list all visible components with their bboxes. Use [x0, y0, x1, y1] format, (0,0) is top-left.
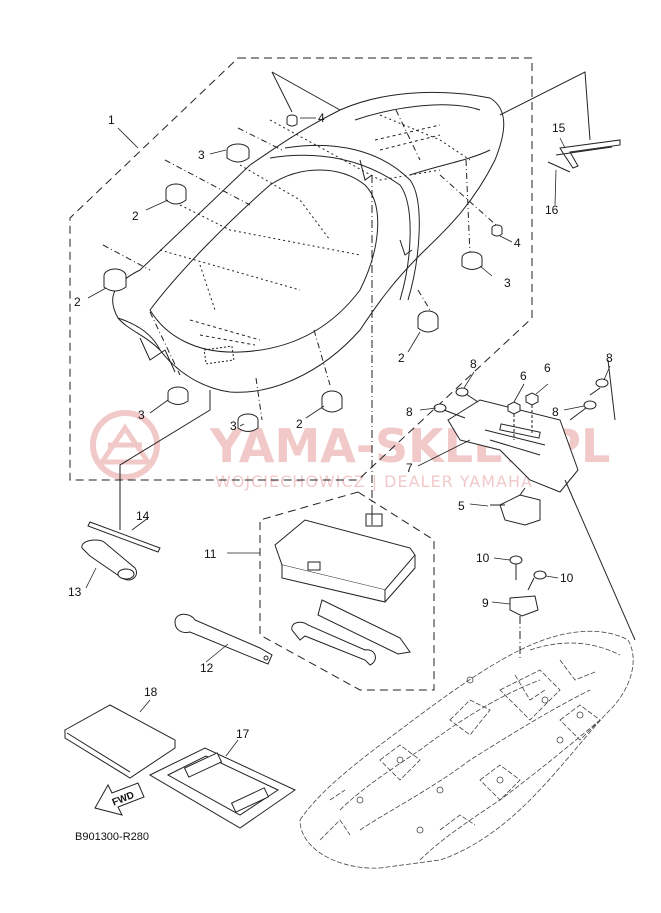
nut-6-b: [525, 392, 539, 406]
callout-7: 7: [406, 461, 413, 475]
clamp-9: [509, 595, 539, 617]
callout-4-b: 4: [514, 236, 521, 250]
nut-6-a: [507, 401, 521, 415]
keys-15-16: [547, 139, 621, 173]
damper-2-d: [321, 390, 343, 413]
damper-3-b: [461, 251, 483, 270]
callout-5: 5: [458, 499, 465, 513]
bolt-8-c: [569, 400, 597, 421]
fwd-arrow-icon: FWD: [94, 782, 145, 816]
callout-8-b: 8: [406, 405, 413, 419]
callout-14: 14: [136, 509, 150, 523]
callout-8-d: 8: [552, 405, 559, 419]
callout-1: 1: [108, 113, 115, 127]
callout-4-a: 4: [318, 111, 325, 125]
callout-2-a: 2: [132, 209, 139, 223]
callout-3-b: 3: [504, 276, 511, 290]
callout-2-c: 2: [398, 351, 405, 365]
callout-9: 9: [482, 596, 489, 610]
callout-10-a: 10: [476, 551, 490, 565]
spanner-12: [174, 613, 273, 665]
nut-4-b: [491, 224, 503, 237]
damper-2-a: [165, 183, 187, 205]
callout-3-a: 3: [198, 148, 205, 162]
nut-4-a: [286, 114, 298, 127]
callout-3-c: 3: [138, 408, 145, 422]
callout-16: 16: [545, 203, 559, 217]
bolt-8-a: [433, 403, 466, 419]
wrench-tool: [291, 599, 411, 666]
bracket-assembly: [433, 359, 636, 641]
document-holder-17: [148, 747, 297, 829]
frame-bolt-marks: [356, 676, 584, 834]
callout-12: 12: [200, 661, 214, 675]
callout-17: 17: [236, 727, 250, 741]
diagram-code: B901300-R280: [75, 831, 149, 843]
bolt-8-b: [455, 387, 479, 403]
documents: [64, 704, 297, 829]
bolt-10-b: [527, 570, 547, 591]
tool-bag-11: [274, 513, 416, 603]
callout-13: 13: [68, 585, 82, 599]
callout-2-b: 2: [74, 295, 81, 309]
callout-15: 15: [552, 121, 566, 135]
seat-part-1: [112, 91, 505, 393]
watermark-dealer: WOJCIECHOWICZ | DEALER YAMAHA: [215, 472, 533, 491]
toolkit-frame: [259, 491, 435, 691]
bolt-8-d: [589, 378, 609, 396]
bit-14: [87, 521, 161, 553]
leader-lines: [102, 71, 591, 530]
callout-10-b: 10: [560, 571, 574, 585]
damper-3-c: [167, 386, 189, 405]
damper-3-a: [226, 143, 250, 163]
watermark-logo-icon: [90, 410, 160, 480]
grommets: [103, 114, 503, 432]
frame: [299, 630, 634, 869]
callout-2-d: 2: [296, 417, 303, 431]
damper-2-c: [417, 310, 439, 333]
callout-6-b: 6: [544, 361, 551, 375]
callout-6-a: 6: [520, 369, 527, 383]
callout-11: 11: [204, 547, 217, 561]
damper-2-b: [103, 268, 127, 292]
seat-group-frame: [69, 57, 533, 481]
toolkit-parts: [81, 513, 416, 666]
callout-3-d: 3: [230, 419, 237, 433]
callout-18: 18: [144, 685, 158, 699]
handle-13: [81, 539, 137, 581]
owners-manual-18: [64, 704, 176, 779]
callout-labels: 1 2 2 2 2 3 3 3 3 4 4 5 6 6 7 8 8 8 8 9 …: [68, 111, 613, 741]
bracket-plate-7: [447, 399, 579, 493]
latch-5: [499, 494, 541, 526]
callout-8-c: 8: [606, 351, 613, 365]
bolt-10-a: [509, 555, 523, 580]
callout-8-a: 8: [470, 357, 477, 371]
damper-3-d: [237, 413, 259, 432]
clamp-assembly: [509, 555, 547, 660]
callout-leaders: [85, 117, 611, 757]
